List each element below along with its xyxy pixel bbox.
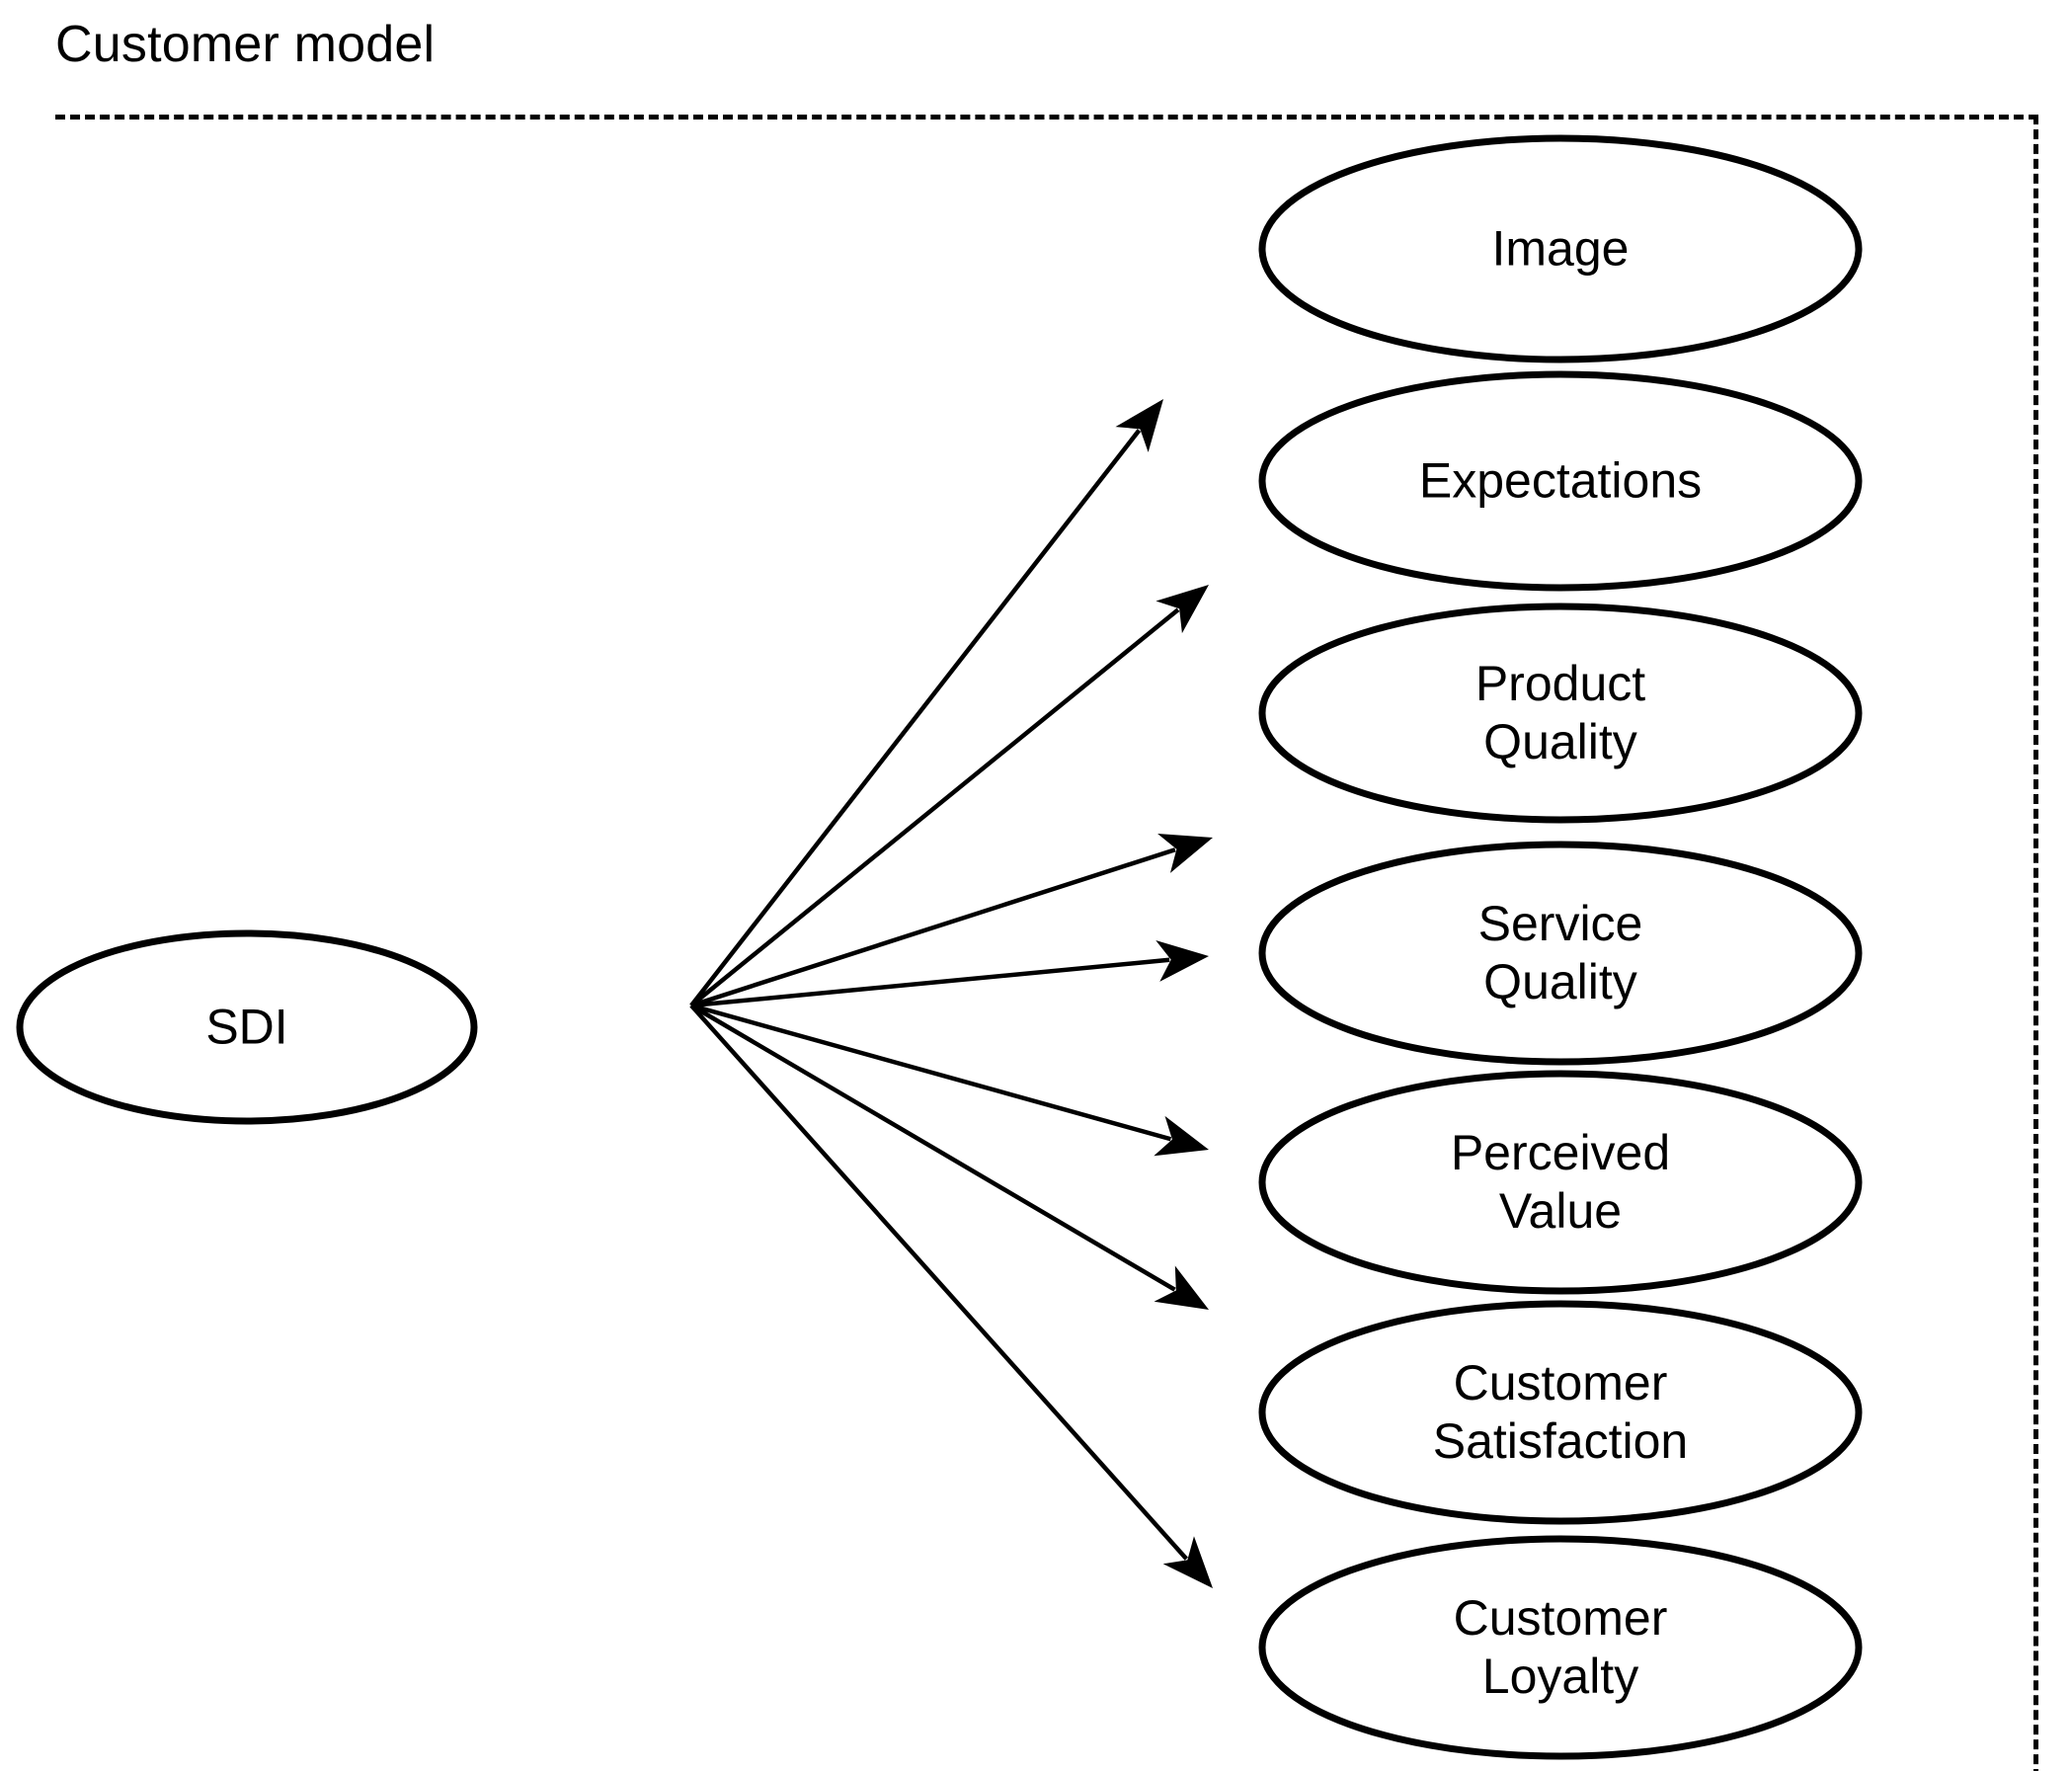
sdi-to-customer-satisfaction[interactable] bbox=[689, 1004, 1176, 1292]
source-node-sdi[interactable] bbox=[16, 929, 478, 1125]
sdi-to-customer-loyalty[interactable] bbox=[689, 1004, 1189, 1561]
arrowhead-icon-sdi-to-image bbox=[1115, 399, 1163, 452]
target-node-service-quality[interactable] bbox=[1258, 841, 1863, 1066]
target-node-customer-satisfaction[interactable] bbox=[1258, 1300, 1863, 1525]
target-node-image[interactable] bbox=[1258, 134, 1863, 363]
target-node-customer-loyalty[interactable] bbox=[1258, 1535, 1863, 1760]
arrowhead-icon-sdi-to-product-quality bbox=[1157, 833, 1213, 873]
sdi-to-image[interactable] bbox=[689, 429, 1142, 1007]
page-title: Customer model bbox=[55, 16, 436, 73]
nodes-group bbox=[16, 134, 1863, 1760]
target-node-perceived-value[interactable] bbox=[1258, 1070, 1863, 1295]
arrowhead-icon-sdi-to-customer-loyalty bbox=[1162, 1536, 1213, 1588]
sdi-to-expectations[interactable] bbox=[689, 607, 1180, 1007]
arrowhead-icon-sdi-to-service-quality bbox=[1156, 940, 1209, 982]
sdi-to-product-quality[interactable] bbox=[690, 847, 1176, 1008]
connectors-group bbox=[689, 399, 1213, 1588]
sdi-to-service-quality[interactable] bbox=[690, 957, 1170, 1008]
arrowhead-icon-sdi-to-customer-satisfaction bbox=[1154, 1265, 1209, 1310]
target-node-product-quality[interactable] bbox=[1258, 603, 1863, 824]
target-node-expectations[interactable] bbox=[1258, 370, 1863, 592]
sdi-to-perceived-value[interactable] bbox=[690, 1003, 1172, 1142]
arrowhead-icon-sdi-to-perceived-value bbox=[1154, 1115, 1209, 1157]
arrowhead-icon-sdi-to-expectations bbox=[1156, 585, 1209, 634]
